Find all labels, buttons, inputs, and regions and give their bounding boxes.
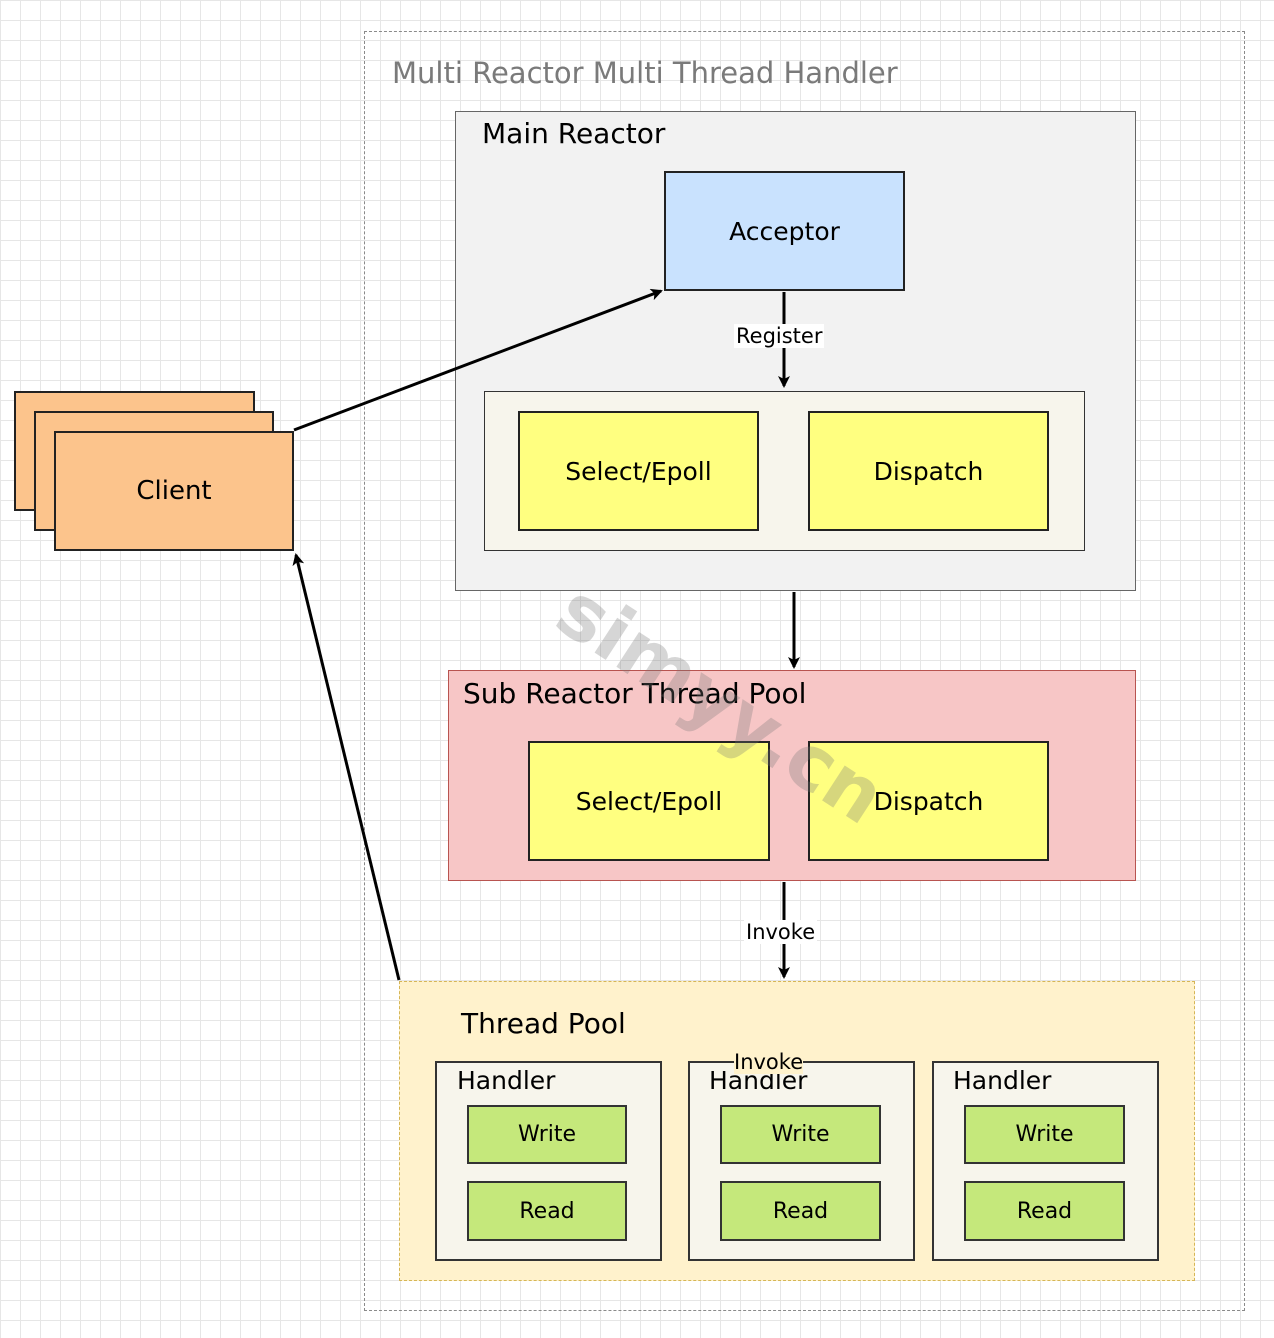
main-select-epoll-node: Select/Epoll [518,411,759,531]
handler-1-write-node: Write [467,1105,627,1164]
main-select-epoll-label: Select/Epoll [565,456,712,486]
client-to-acceptor-arrow [293,288,663,432]
thread-pool-title: Thread Pool [461,1007,626,1040]
acceptor-node: Acceptor [664,171,905,291]
handler-1-read-label: Read [519,1198,575,1224]
sub-select-epoll-node: Select/Epoll [528,741,770,861]
outer-container [364,31,1245,1311]
handler-3-read-label: Read [1016,1198,1073,1224]
sub-select-epoll-label: Select/Epoll [575,786,723,816]
sub-reactor-title: Sub Reactor Thread Pool [463,677,807,710]
register-edge-label: Register [734,324,825,348]
acceptor-label: Acceptor [729,216,840,246]
handler-3-read-node: Read [964,1181,1125,1241]
outer-title: Multi Reactor Multi Thread Handler [392,56,898,90]
main-dispatch-label: Dispatch [873,456,984,486]
handler-2-read-node: Read [720,1181,881,1241]
handler-2-write-node: Write [720,1105,881,1164]
invoke-overlay-label: Invoke [734,1050,804,1074]
handler-2-read-label: Read [772,1198,829,1224]
threadpool-to-client-arrow [292,553,401,981]
client-label: Client [136,476,212,506]
handler-title-1: Handler [457,1066,556,1095]
sub-dispatch-node: Dispatch [808,741,1049,861]
invoke-edge-label: Invoke [744,920,818,944]
main-reactor-title: Main Reactor [482,117,666,150]
main-dispatch-node: Dispatch [808,411,1049,531]
handler-3-write-label: Write [1015,1122,1074,1147]
sub-dispatch-label: Dispatch [873,786,984,816]
handler-2-write-label: Write [771,1122,830,1147]
handler-1-read-node: Read [467,1181,627,1241]
client-node: Client [54,431,294,551]
handler-1-write-label: Write [517,1122,577,1147]
handler-3-write-node: Write [964,1105,1125,1164]
handler-title-3: Handler [953,1066,1052,1095]
